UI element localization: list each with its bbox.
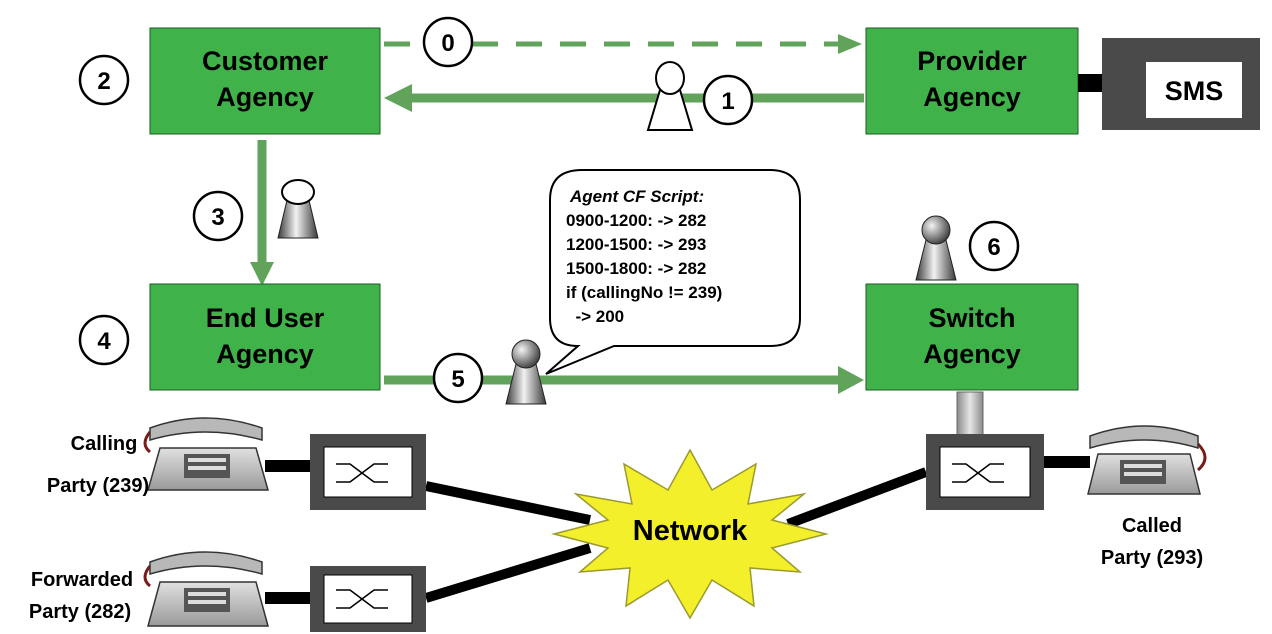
step-number: 4 (97, 328, 111, 355)
customer-agency-line-1: Customer (202, 46, 329, 76)
provider-agency-line-2: Agency (923, 82, 1021, 112)
agent-script-bubble: Agent CF Script: 0900-1200: -> 282 1200-… (545, 169, 801, 375)
step-number: 3 (211, 204, 224, 231)
network-cables (265, 456, 1090, 604)
provider-agency-line-1: Provider (917, 46, 1027, 76)
agent-icon (915, 215, 957, 281)
step-number: 6 (987, 234, 1000, 261)
calling-party-line-1: Calling (71, 433, 138, 455)
step-circle: 4 (78, 314, 130, 366)
step-number: 5 (451, 366, 464, 393)
switch-agency-line-2: Agency (923, 339, 1021, 369)
called-party-line-1: Called (1122, 515, 1182, 537)
called-phone-icon (1087, 425, 1207, 495)
step-circle: 0 (422, 16, 474, 68)
step-circle: 1 (702, 74, 754, 126)
forwarded-party-line-2: Party (282) (29, 601, 131, 623)
script-line: if (callingNo != 239) (566, 283, 722, 302)
script-line: 0900-1200: -> 282 (566, 211, 706, 230)
script-line: 1500-1800: -> 282 (566, 259, 706, 278)
end-user-agency-box: End User Agency (149, 283, 381, 391)
called-switch (926, 434, 1044, 510)
step-circle: 6 (968, 220, 1020, 272)
step-number: 1 (721, 88, 734, 115)
script-title: Agent CF Script: (569, 187, 704, 206)
forwarded-phone-icon (143, 551, 269, 627)
sms-box: SMS (1078, 38, 1260, 130)
network-label: Network (633, 515, 748, 547)
end-user-agency-line-2: Agency (216, 339, 314, 369)
step-circle: 3 (192, 190, 244, 242)
agent-icon (505, 339, 547, 405)
customer-agency-line-2: Agency (216, 82, 314, 112)
switch-connector (956, 391, 984, 437)
switch-agency-line-1: Switch (928, 303, 1015, 333)
switch-agency-box: Switch Agency (865, 283, 1079, 391)
forwarded-switch (310, 566, 426, 632)
step-number: 2 (97, 68, 110, 95)
called-party-line-2: Party (293) (1101, 547, 1203, 569)
calling-party-line-2: Party (239) (47, 475, 149, 497)
end-user-agency-line-1: End User (206, 303, 325, 333)
calling-switch (310, 434, 426, 510)
calling-phone-icon (143, 417, 269, 491)
step-circle: 5 (432, 352, 484, 404)
provider-agency-box: Provider Agency (865, 27, 1079, 135)
step-circle: 2 (78, 54, 130, 106)
step-number: 0 (441, 30, 454, 57)
agent-icon (277, 179, 319, 239)
script-line: -> 200 (566, 307, 624, 326)
forwarded-party-line-1: Forwarded (31, 569, 133, 591)
sms-label: SMS (1165, 76, 1224, 106)
script-line: 1200-1500: -> 293 (566, 235, 706, 254)
network-cloud: Network (551, 448, 829, 620)
customer-agency-box: Customer Agency (149, 27, 381, 135)
agent-outline-icon (646, 61, 694, 131)
